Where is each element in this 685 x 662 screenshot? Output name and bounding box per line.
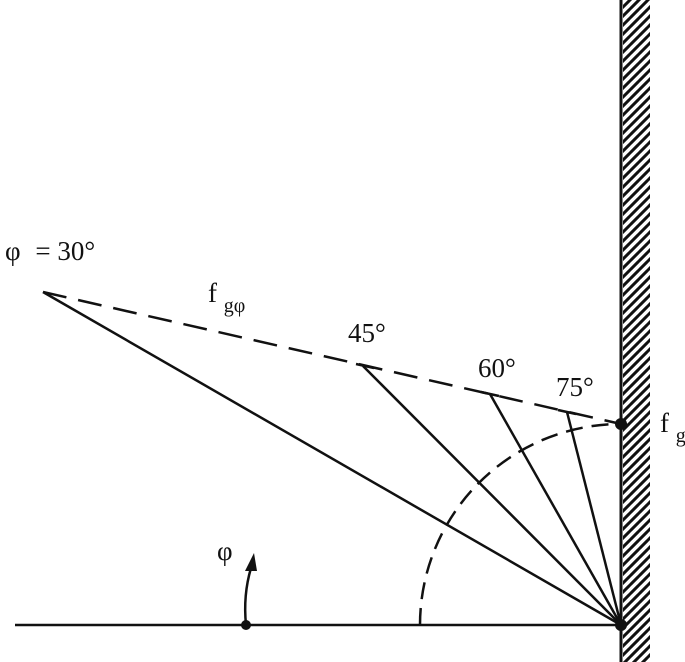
cap-45 bbox=[355, 362, 375, 370]
phi-curved-arrow bbox=[243, 567, 253, 626]
label-75: 75° bbox=[556, 372, 594, 402]
fg-point bbox=[615, 418, 627, 430]
vector-45 bbox=[362, 365, 622, 626]
arrowhead-icon bbox=[245, 553, 257, 571]
label-fg: f g bbox=[660, 408, 685, 447]
label-phi-arrow: φ bbox=[217, 536, 233, 566]
cap-60 bbox=[480, 390, 500, 398]
label-60: 60° bbox=[478, 353, 516, 383]
label-fgphi: f gφ bbox=[208, 278, 245, 317]
vector-30 bbox=[42, 290, 622, 627]
origin-point bbox=[615, 619, 627, 631]
cap-75 bbox=[557, 408, 577, 416]
vector-75 bbox=[565, 411, 623, 626]
hatched-wall bbox=[623, 0, 650, 662]
label-phi-30: φ = 30° bbox=[5, 236, 95, 266]
vector-60 bbox=[488, 393, 623, 626]
dashed-locus-line bbox=[42, 290, 622, 426]
label-45: 45° bbox=[348, 318, 386, 348]
